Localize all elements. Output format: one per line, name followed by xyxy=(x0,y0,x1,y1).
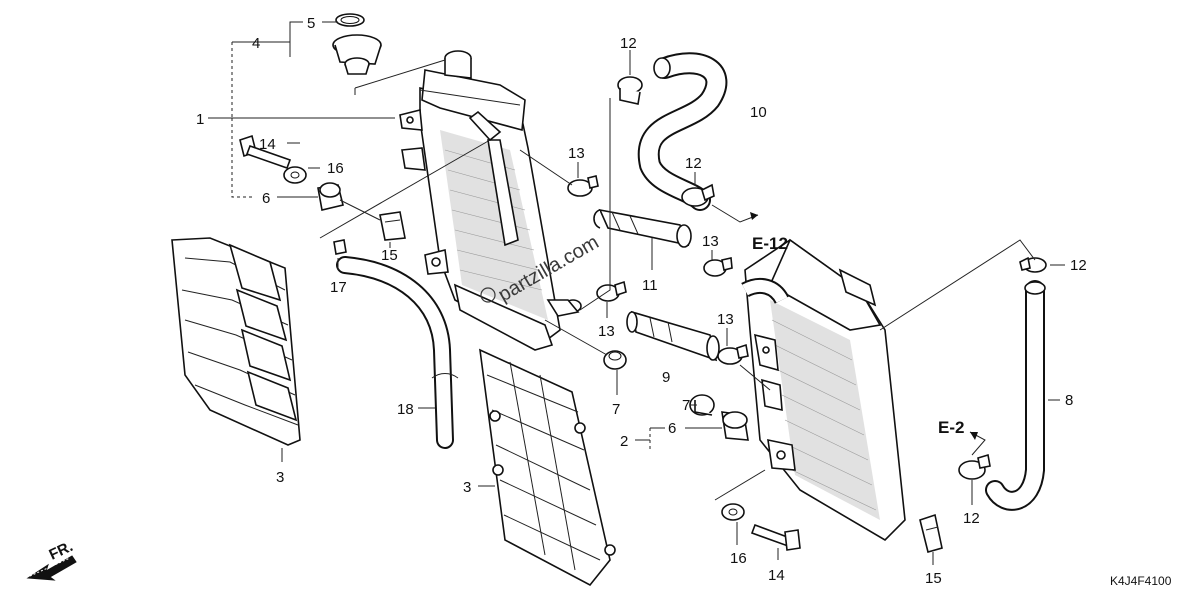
callout-13-a: 13 xyxy=(568,145,585,162)
callout-7-a: 7 xyxy=(612,401,620,418)
callout-7-b: 7 xyxy=(682,397,690,414)
hose-9 xyxy=(626,310,720,362)
clamp-12-right xyxy=(1019,256,1047,273)
right-radiator xyxy=(741,238,906,542)
clip-17 xyxy=(333,239,347,255)
clamp-13-c xyxy=(596,280,627,302)
collar-7-a xyxy=(603,350,627,370)
callout-14-right: 14 xyxy=(768,567,785,584)
grommet-left xyxy=(317,182,344,211)
clip-right xyxy=(919,513,943,553)
callout-3-left: 3 xyxy=(276,469,284,486)
clamp-12-top xyxy=(617,76,643,105)
shroud-left xyxy=(171,237,301,446)
callout-8: 8 xyxy=(1065,392,1073,409)
callout-15-right: 15 xyxy=(925,570,942,587)
diagram-code: K4J4F4100 xyxy=(1110,574,1172,588)
washer-left xyxy=(283,166,307,184)
hose-11 xyxy=(593,208,692,248)
washer-right xyxy=(721,503,745,521)
callout-16-right: 16 xyxy=(730,550,747,567)
clamp-12-mid xyxy=(681,183,715,207)
callout-1: 1 xyxy=(196,111,204,128)
callout-13-c: 13 xyxy=(598,323,615,340)
clamp-13-a xyxy=(567,175,599,197)
cap-seal xyxy=(335,13,365,27)
left-radiator xyxy=(399,50,582,351)
callout-6-right: 6 xyxy=(668,420,676,437)
radiator-cap xyxy=(332,34,382,75)
callout-15-left: 15 xyxy=(381,247,398,264)
callout-17: 17 xyxy=(330,279,347,296)
callout-11: 11 xyxy=(642,277,658,294)
callout-2: 2 xyxy=(620,433,628,450)
callout-12-lower: 12 xyxy=(963,510,980,527)
collar-7-b xyxy=(689,394,715,416)
callout-6-left: 6 xyxy=(262,190,270,207)
callout-9: 9 xyxy=(662,369,670,386)
callout-12-top: 12 xyxy=(620,35,637,52)
callout-13-d: 13 xyxy=(717,311,734,328)
callout-14-left: 14 xyxy=(259,136,276,153)
clamp-13-d xyxy=(717,343,749,365)
callout-12-mid: 12 xyxy=(685,155,702,172)
callout-13-b: 13 xyxy=(702,233,719,250)
grommet-right xyxy=(721,411,749,441)
shroud-center xyxy=(479,348,616,587)
hose-18 xyxy=(336,256,459,449)
clamp-12-lower xyxy=(958,453,991,480)
callout-5: 5 xyxy=(307,15,315,32)
clip-left xyxy=(379,211,406,241)
callout-10: 10 xyxy=(750,104,767,121)
callout-12-right: 12 xyxy=(1070,257,1087,274)
callout-18: 18 xyxy=(397,401,414,418)
front-direction-arrow xyxy=(26,555,77,581)
callout-4: 4 xyxy=(252,35,260,52)
bolt-left xyxy=(239,134,292,170)
reference-e2: E-2 xyxy=(938,418,964,437)
hose-10 xyxy=(637,52,728,211)
callout-labels: 1 4 5 14 16 6 15 17 3 18 3 12 10 13 12 1… xyxy=(196,15,1087,587)
callout-16-left: 16 xyxy=(327,160,344,177)
reference-e12: E-12 xyxy=(752,234,788,253)
hose-8 xyxy=(985,280,1046,511)
callout-3-center: 3 xyxy=(463,479,471,496)
bolt-right xyxy=(750,523,801,551)
clamp-13-b xyxy=(703,257,733,277)
leader-lines xyxy=(208,21,1065,565)
